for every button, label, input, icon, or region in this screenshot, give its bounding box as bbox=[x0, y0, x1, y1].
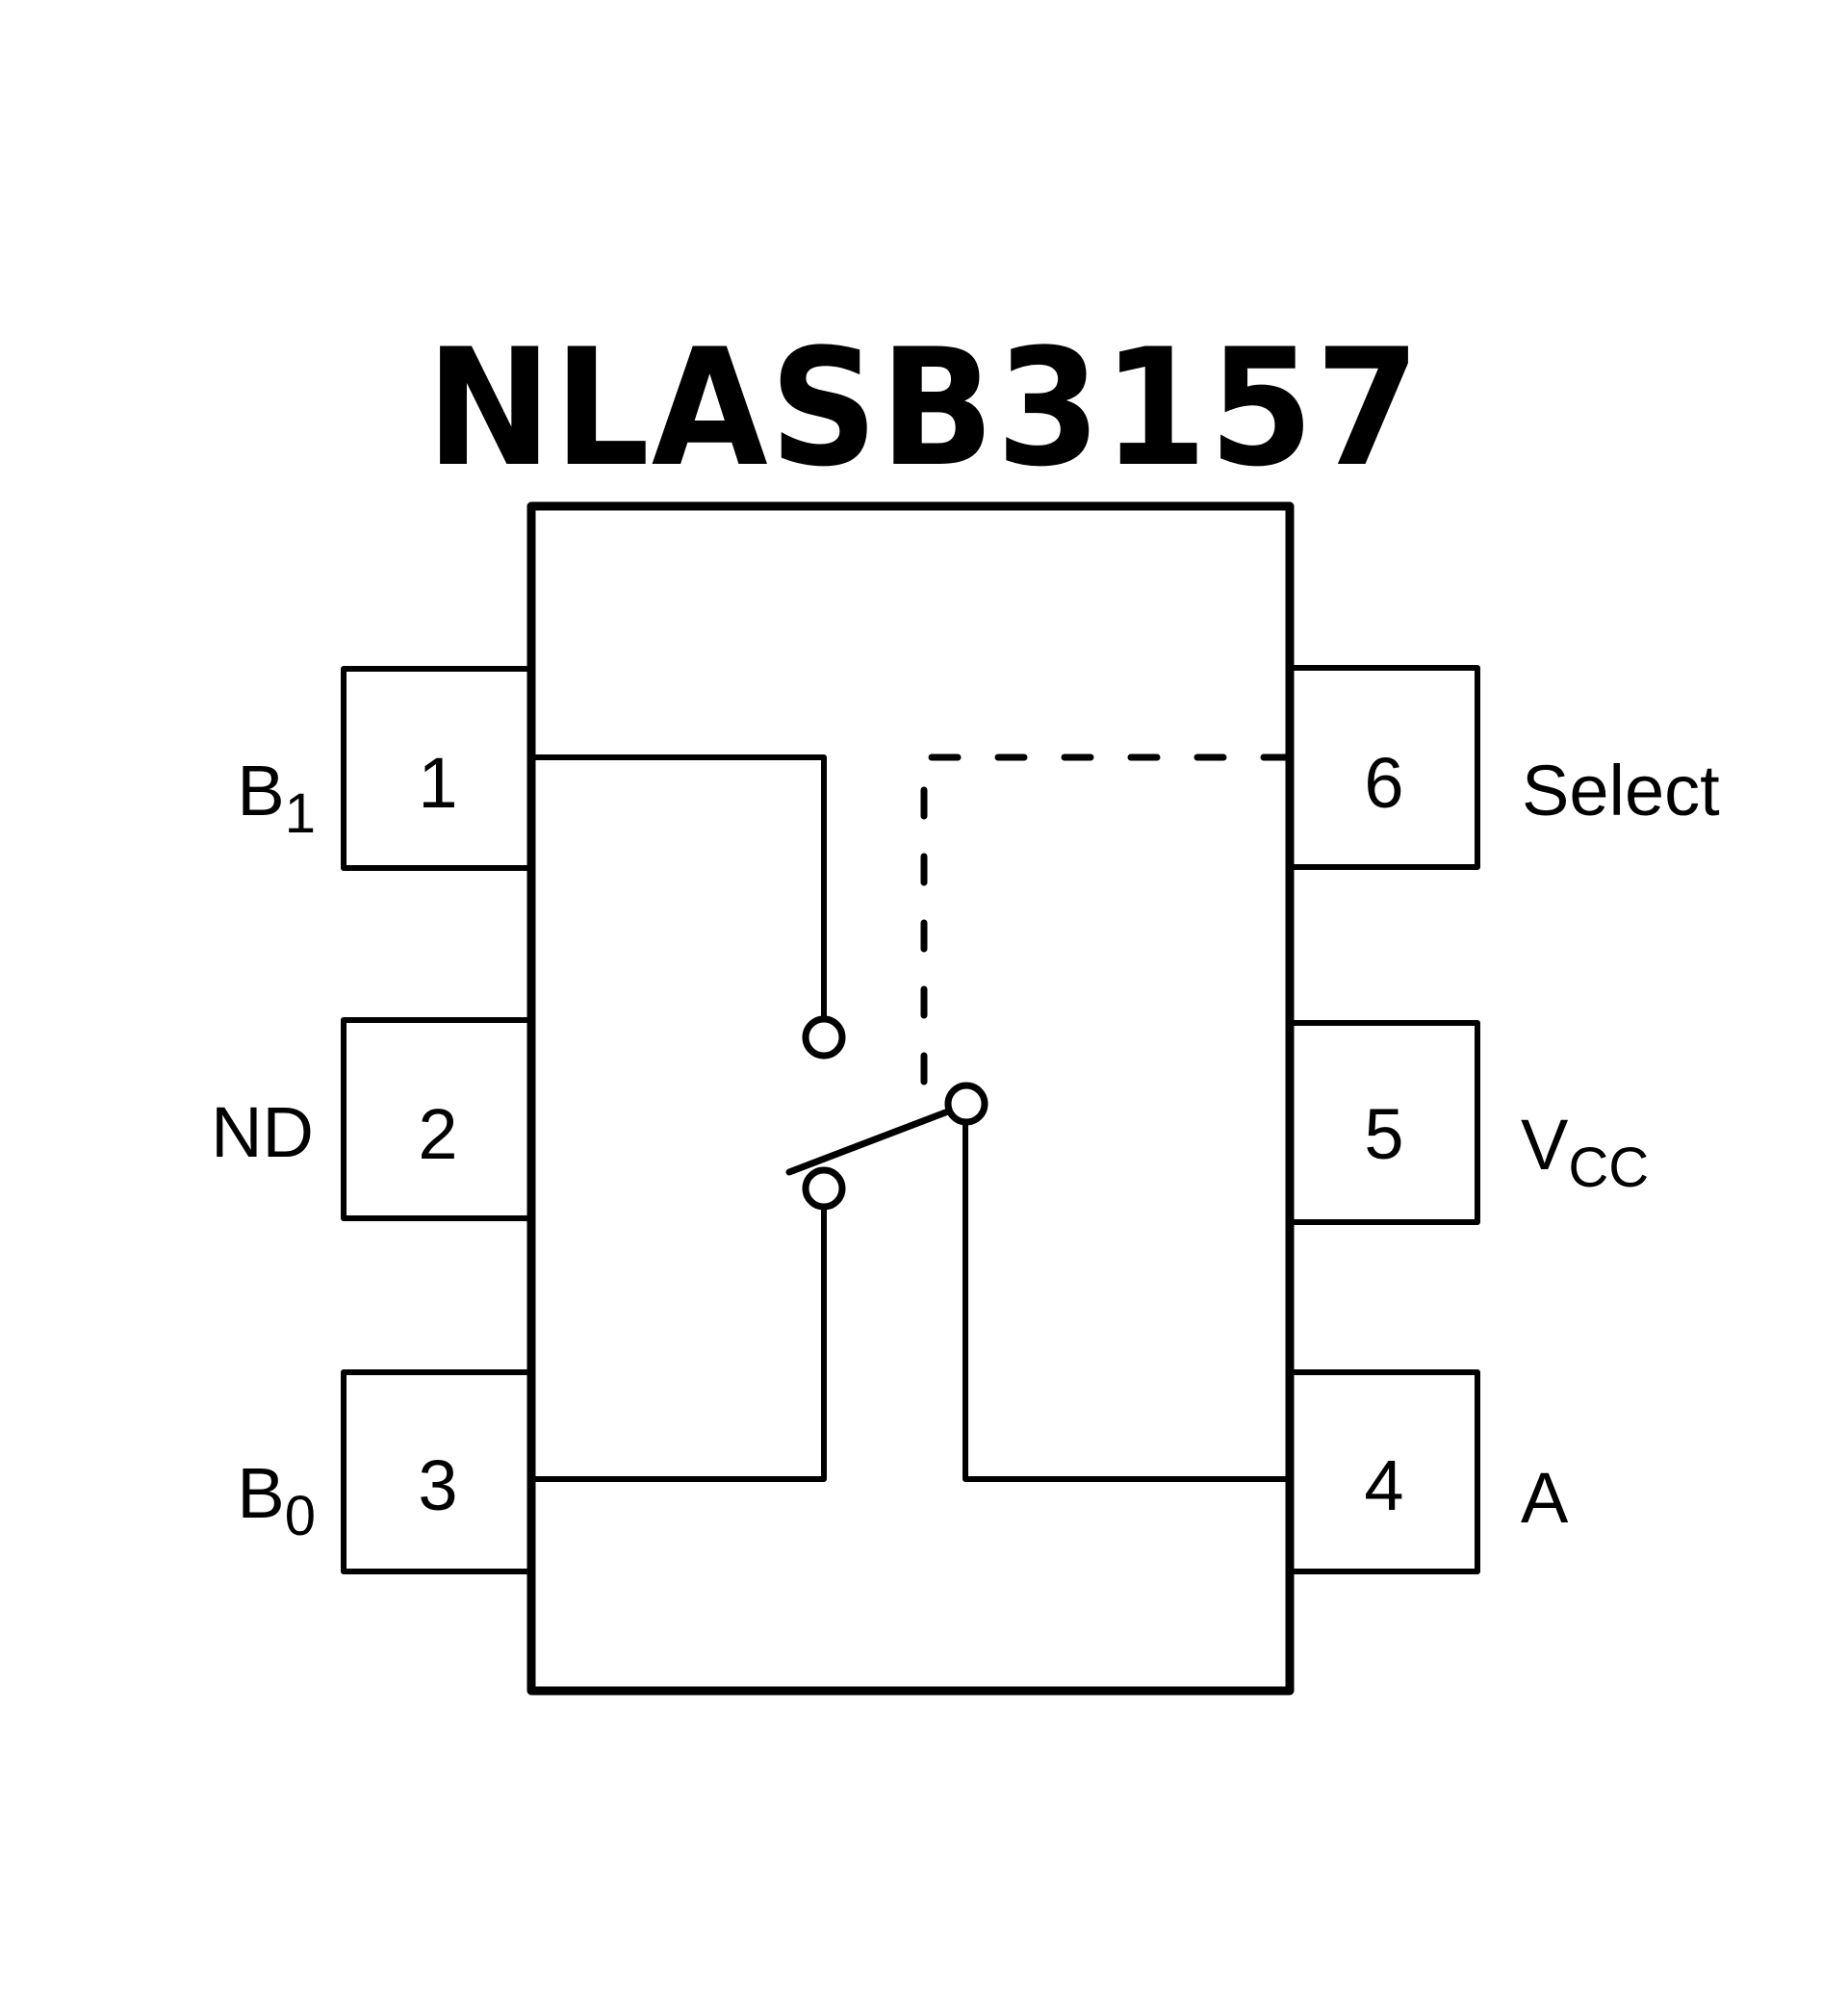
chip-body bbox=[526, 501, 1295, 1696]
pin-5-box bbox=[1287, 1020, 1480, 1225]
select-control-link bbox=[920, 753, 1294, 1106]
pin-4-number: 4 bbox=[1364, 1445, 1404, 1525]
pin-3-number: 3 bbox=[418, 1445, 458, 1525]
b0-trace bbox=[528, 1204, 827, 1482]
a-trace bbox=[962, 1120, 1293, 1482]
pin-4-box bbox=[1287, 1369, 1480, 1574]
pin-3-box bbox=[341, 1369, 534, 1574]
pin-6-number: 6 bbox=[1364, 743, 1404, 823]
switch-pivot bbox=[944, 1082, 988, 1126]
pin-4-name: A bbox=[1521, 1458, 1569, 1538]
pin-2-box bbox=[341, 1017, 534, 1221]
switch-arm bbox=[785, 1108, 952, 1176]
pin-3-name: B0 bbox=[237, 1453, 316, 1547]
b1-contact bbox=[802, 1015, 846, 1060]
pin-6-box bbox=[1287, 665, 1480, 870]
pin-1-box bbox=[341, 666, 534, 871]
pin-1-name: B1 bbox=[237, 751, 316, 845]
pin-2-number: 2 bbox=[418, 1094, 458, 1174]
pin-5-number: 5 bbox=[1364, 1094, 1404, 1174]
b0-contact bbox=[802, 1166, 846, 1211]
pin-6-name: Select bbox=[1522, 751, 1720, 830]
chip-title: NLASB3157 bbox=[425, 314, 1423, 502]
pin-1-number: 1 bbox=[418, 743, 458, 823]
pin-5-name: VCC bbox=[1521, 1105, 1650, 1199]
pin-2-name: ND bbox=[211, 1092, 314, 1172]
b1-trace bbox=[528, 754, 827, 1021]
